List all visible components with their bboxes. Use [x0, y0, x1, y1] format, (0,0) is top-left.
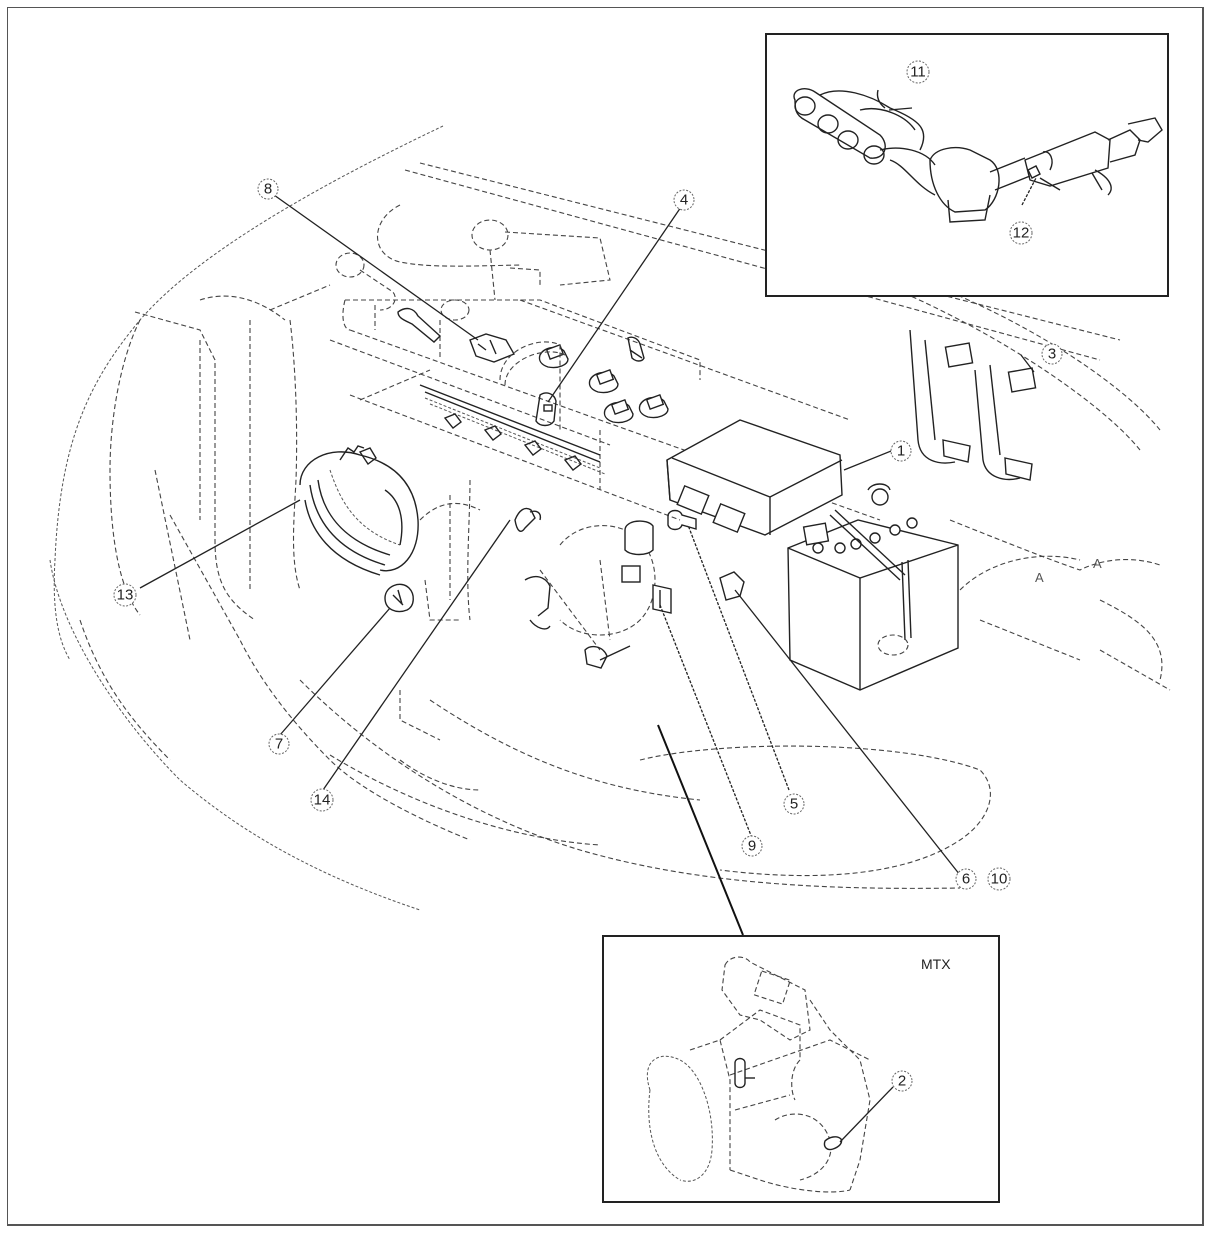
callout-5: 5 — [783, 793, 805, 815]
engine-cylinder-head — [329, 299, 881, 521]
svg-text:3: 3 — [1048, 346, 1056, 363]
ignition-coils — [538, 344, 669, 424]
svg-text:8: 8 — [264, 181, 272, 198]
vehicle-body-outline: A A — [49, 125, 1171, 911]
svg-text:11: 11 — [910, 64, 926, 81]
callout-6: 6 — [955, 868, 977, 890]
svg-text:7: 7 — [275, 736, 283, 753]
callout-14: 14 — [310, 788, 334, 812]
svg-text:1: 1 — [897, 443, 905, 460]
svg-text:10: 10 — [991, 871, 1008, 888]
svg-text:6: 6 — [962, 871, 970, 888]
relays — [909, 329, 1037, 481]
svg-text:A: A — [1035, 570, 1044, 585]
callout-8: 8 — [257, 178, 279, 200]
callout-4: 4 — [673, 189, 695, 211]
callout-11: 11 — [906, 60, 930, 84]
ecu-pcm — [666, 419, 843, 536]
svg-text:4: 4 — [680, 192, 688, 209]
inset-exhaust — [765, 33, 1169, 297]
component-7-sensor — [384, 583, 414, 613]
svg-text:14: 14 — [314, 792, 331, 809]
svg-text:9: 9 — [748, 838, 756, 855]
throttle-body-area — [524, 509, 745, 669]
air-intake-hose — [299, 445, 481, 621]
callout-1: 1 — [890, 440, 912, 462]
svg-text:12: 12 — [1013, 225, 1030, 242]
injector — [443, 413, 582, 471]
inset-label-mtx: MTX — [921, 956, 951, 972]
component-14-clip — [514, 507, 542, 532]
svg-text:13: 13 — [117, 587, 134, 604]
callout-2: 2 — [891, 1070, 913, 1092]
callout-7: 7 — [268, 733, 290, 755]
leader-lines — [139, 194, 1035, 936]
callout-12: 12 — [1009, 221, 1033, 245]
component-8-connector — [469, 333, 516, 363]
callout-13: 13 — [113, 583, 137, 607]
battery — [787, 483, 959, 691]
callout-3: 3 — [1041, 343, 1063, 365]
svg-text:2: 2 — [898, 1073, 906, 1090]
svg-text:A: A — [1093, 556, 1102, 571]
inset-transaxle: MTX — [602, 935, 1000, 1203]
timing-cover — [499, 341, 566, 430]
callout-9: 9 — [741, 835, 763, 857]
callout-10: 10 — [987, 867, 1011, 891]
top-connector — [627, 336, 645, 362]
diagram-frame — [7, 7, 1204, 1226]
svg-text:5: 5 — [790, 796, 798, 813]
